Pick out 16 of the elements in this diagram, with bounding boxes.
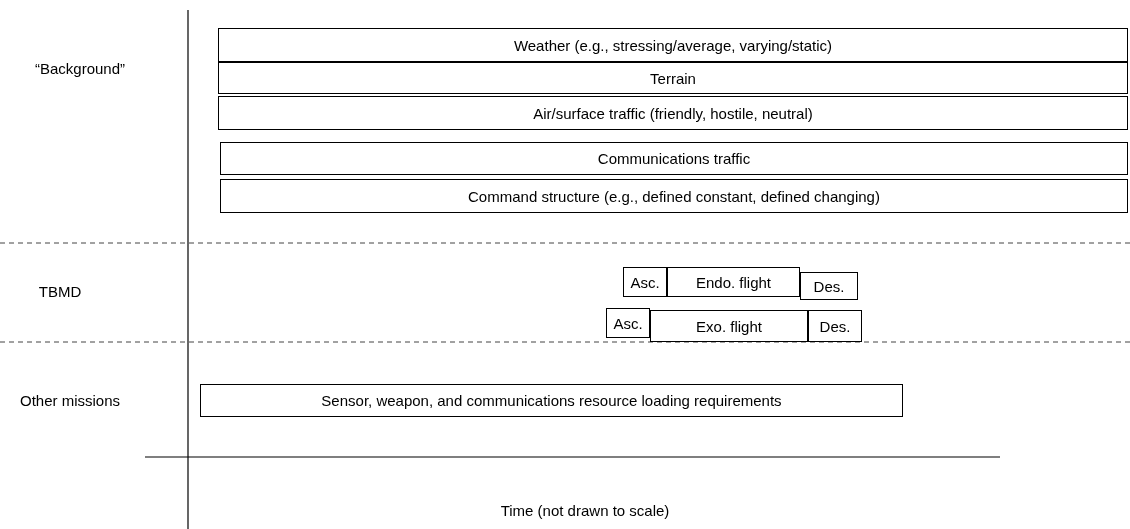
phase-segment: Des. — [800, 272, 858, 300]
phase-segment: Asc. — [606, 308, 650, 338]
timeline-bar: Sensor, weapon, and communications resource loading requirements — [200, 384, 903, 417]
phase-segment: Exo. flight — [650, 310, 808, 342]
timeline-bar: Communications traffic — [220, 142, 1128, 175]
timeline-bar: Weather (e.g., stressing/average, varying/static) — [218, 28, 1128, 62]
timeline-bar: Terrain — [218, 62, 1128, 94]
timeline-bar: Air/surface traffic (friendly, hostile, neutral) — [218, 96, 1128, 130]
timeline-bar: Command structure (e.g., defined constant, defined changing) — [220, 179, 1128, 213]
axis-label: Time (not drawn to scale) — [499, 502, 671, 519]
row-label: Other missions — [19, 392, 121, 409]
row-label: “Background” — [33, 60, 126, 77]
phase-segment: Des. — [808, 310, 862, 342]
phase-segment: Asc. — [623, 267, 667, 297]
phase-segment: Endo. flight — [667, 267, 800, 297]
row-label: TBMD — [37, 283, 83, 300]
